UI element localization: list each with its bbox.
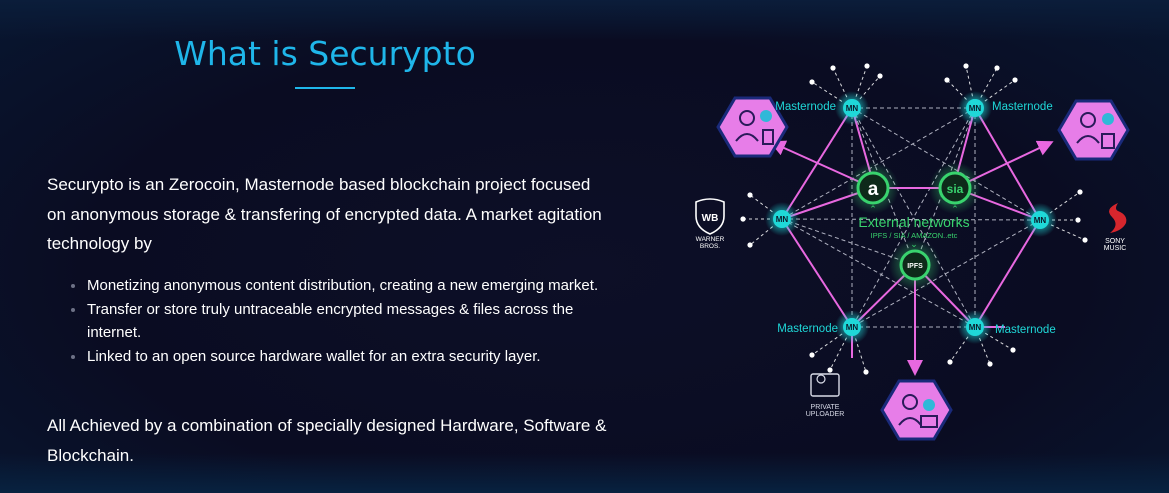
bullet-dot	[71, 307, 75, 312]
user-hexagon-bottom	[880, 379, 953, 441]
masternode-bottom-left: MN	[835, 310, 869, 344]
list-item: Linked to an open source hardware wallet…	[71, 345, 607, 369]
bullet-dot	[71, 354, 75, 359]
user-hexagon-top-right	[1057, 99, 1130, 161]
hub-a-label: a	[868, 179, 879, 200]
warner-text-line2: BROS.	[700, 243, 720, 250]
chevron-up-icon: ⌃	[951, 204, 959, 214]
outro-paragraph: All Achieved by a combination of special…	[47, 416, 607, 465]
list-item: Monetizing anonymous content distributio…	[71, 274, 607, 298]
private-uploader: PRIVATE UPLOADER	[806, 373, 845, 418]
warner-badge-text: WB	[702, 213, 719, 224]
masternode-label: Masternode	[995, 324, 1056, 336]
warner-bros-logo: WB WARNER BROS.	[695, 198, 725, 250]
top-glow	[0, 0, 1169, 40]
section-title: What is Securypto	[174, 34, 476, 73]
masternode-label: Masternode	[775, 101, 836, 113]
hub-a: a	[847, 162, 899, 214]
masternode-top-left: MN	[835, 91, 869, 125]
masternode-label: Masternode	[992, 101, 1053, 113]
masternode-mn-label: MN	[776, 215, 789, 224]
hub-sia: sia	[929, 162, 981, 214]
masternode-mn-label: MN	[1034, 216, 1047, 225]
list-item-text: Transfer or store truly untraceable encr…	[87, 300, 574, 342]
hub-ipfs-label: IPFS	[907, 263, 923, 270]
chevron-down-icon: ⌄	[910, 239, 918, 249]
chevron-up-icon: ⌃	[869, 204, 877, 214]
warner-text-line1: WARNER	[696, 236, 725, 243]
masternode-top-right: MN	[958, 91, 992, 125]
laptop-icon	[810, 373, 840, 397]
masternode-label: Masternode	[777, 323, 838, 335]
masternode-mn-label: MN	[846, 323, 859, 332]
list-item-text: Linked to an open source hardware wallet…	[87, 347, 541, 365]
network-svg: a sia IPFS External networks IPFS / SIA …	[695, 63, 1130, 441]
hub-ipfs: IPFS	[889, 239, 941, 291]
masternode-left: MN	[765, 202, 799, 236]
list-item: Transfer or store truly untraceable encr…	[71, 298, 607, 345]
intro-paragraph: Securypto is an Zerocoin, Masternode bas…	[47, 175, 602, 253]
private-uploader-line2: UPLOADER	[806, 411, 845, 418]
feature-list: Monetizing anonymous content distributio…	[71, 274, 607, 369]
external-networks-title: External networks	[858, 214, 969, 230]
text-column: What is Securypto Securypto is an Zeroco…	[47, 34, 607, 465]
masternode-mn-label: MN	[846, 104, 859, 113]
masternode-mn-label: MN	[969, 104, 982, 113]
bottom-glow	[0, 453, 1169, 493]
masternode-right: MN	[1023, 203, 1057, 237]
outer-dots	[740, 63, 1088, 375]
masternode-bottom-right: MN	[958, 310, 992, 344]
network-diagram: a sia IPFS External networks IPFS / SIA …	[640, 0, 1169, 493]
hub-sia-label: sia	[947, 182, 964, 196]
private-uploader-line1: PRIVATE	[811, 404, 840, 411]
title-underline	[295, 87, 355, 89]
bullet-dot	[71, 284, 75, 288]
sony-text-line2: MUSIC	[1104, 245, 1127, 252]
user-hexagon-top-left	[716, 96, 789, 158]
masternode-mn-label: MN	[969, 323, 982, 332]
sony-text-line1: SONY	[1105, 238, 1125, 245]
external-networks-subtitle: IPFS / SIA / AMAZON..etc	[871, 231, 958, 240]
user-icon	[816, 374, 826, 384]
list-item-text: Monetizing anonymous content distributio…	[87, 277, 599, 294]
sony-music-logo: SONY MUSIC	[1104, 203, 1127, 252]
